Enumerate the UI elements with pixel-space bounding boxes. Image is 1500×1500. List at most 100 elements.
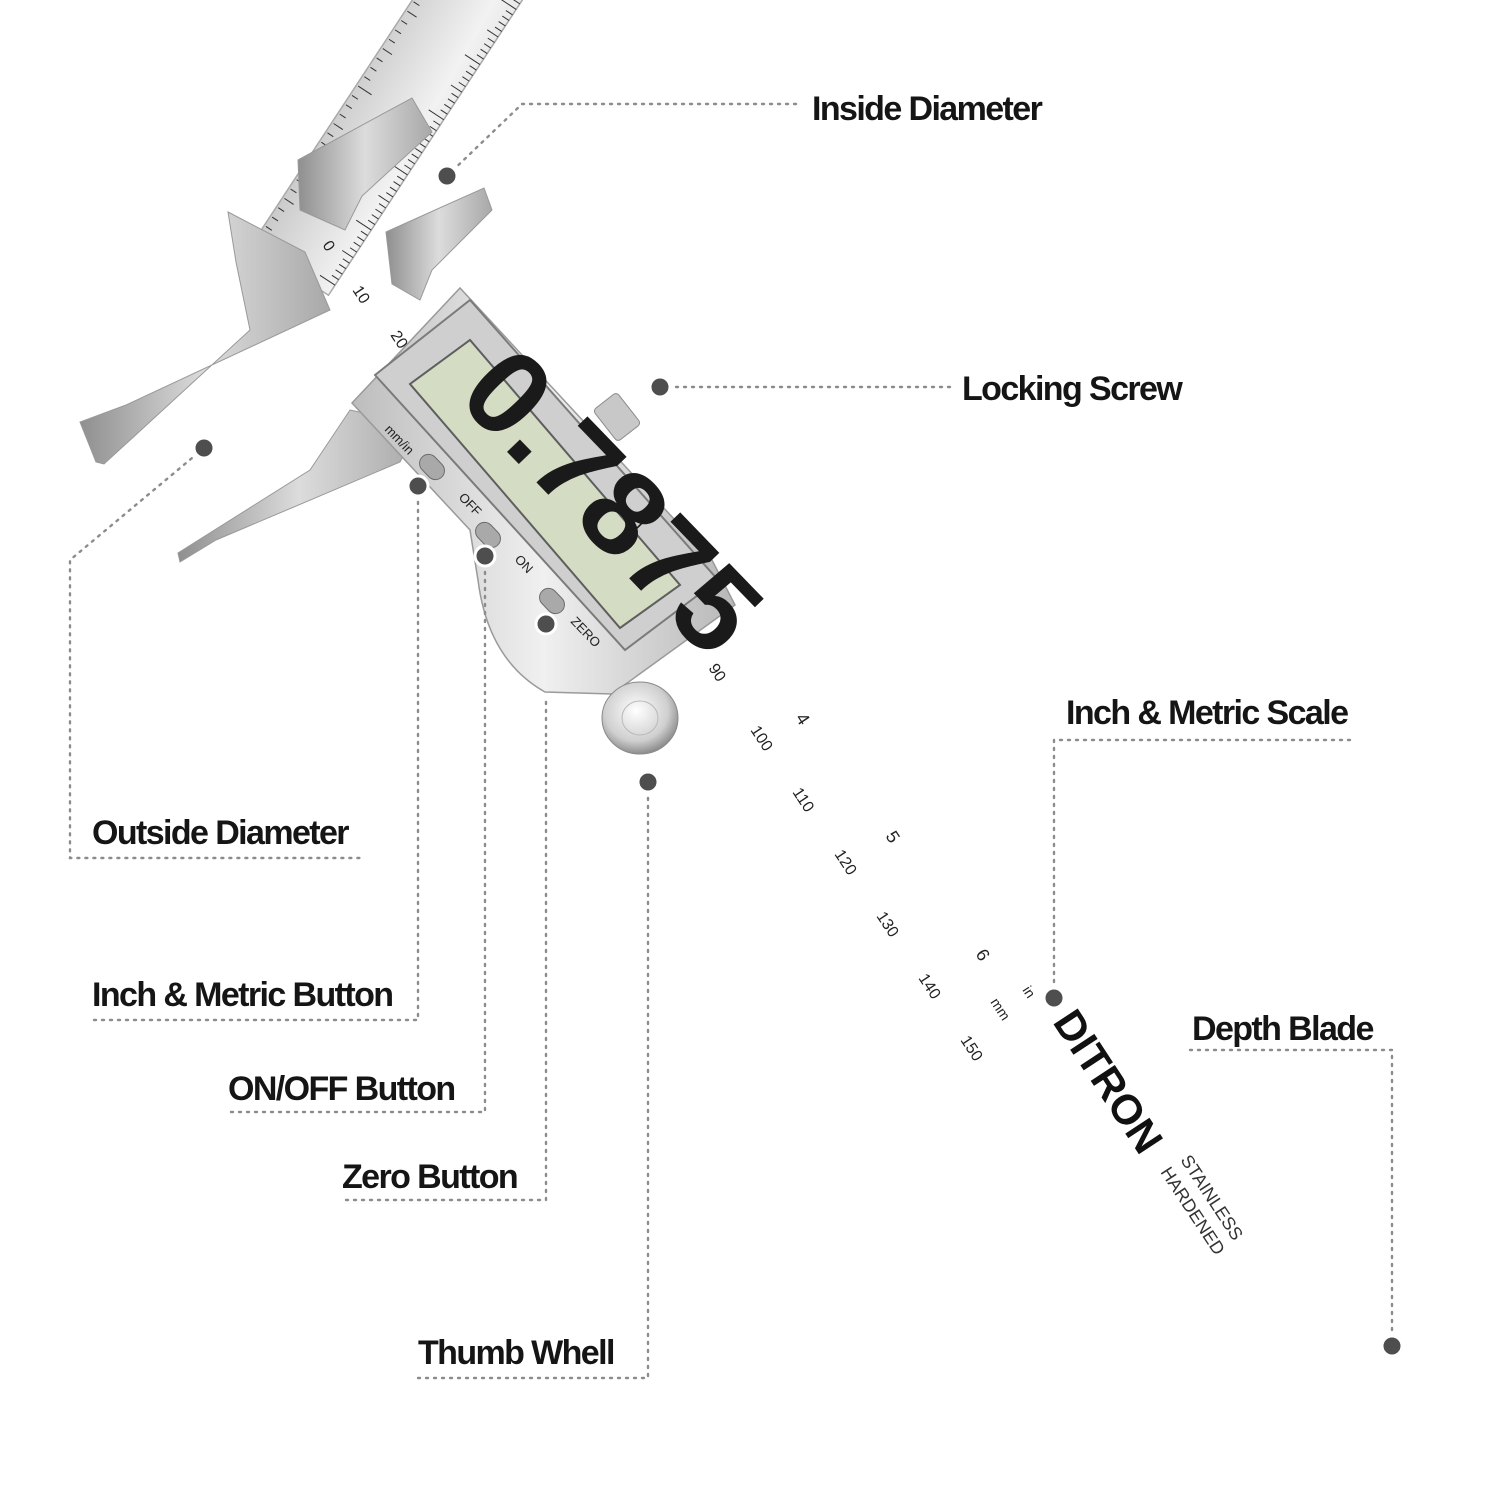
inch-tick [284, 197, 294, 205]
mm-tick [349, 247, 358, 253]
inch-tick [265, 226, 273, 231]
mm-tick [512, 0, 521, 5]
mm-tick [476, 54, 484, 60]
inch-scale-number: 5 [882, 827, 904, 846]
mm-tick [429, 125, 437, 132]
label-inch-metric-scale: Inch & Metric Scale [1066, 694, 1349, 732]
mm-tick [415, 148, 423, 154]
label-on-off-button: ON/OFF Button [228, 1070, 456, 1108]
inch-tick [413, 1, 420, 7]
inch-tick [277, 207, 285, 212]
mm-tick [486, 29, 499, 38]
mm-tick [335, 269, 343, 275]
mm-tick [331, 274, 339, 281]
scale-unit-mm: mm [987, 995, 1013, 1023]
on-off-button[interactable] [472, 519, 504, 552]
mm-tick [447, 98, 455, 104]
inch-tick [339, 113, 346, 119]
mm-tick [342, 250, 354, 259]
scale-unit-in: in [1019, 983, 1038, 1001]
mm-tick [440, 109, 448, 115]
mm-tick [458, 81, 466, 88]
mm-scale-number: 110 [789, 785, 817, 816]
callout-dots [192, 164, 1404, 1358]
mm-tick [319, 274, 336, 286]
mm-scale-number: 150 [957, 1033, 986, 1065]
label-depth-blade: Depth Blade [1192, 1010, 1374, 1048]
inside-jaw-fixed [297, 97, 433, 231]
locking-screw [593, 393, 641, 441]
mm-tick [487, 37, 495, 43]
mm-scale-number: 10 [349, 283, 373, 307]
mm-tick [444, 103, 452, 110]
mm-tick [498, 21, 506, 27]
label-locking-screw: Locking Screw [962, 370, 1183, 408]
inch-tick [351, 94, 359, 100]
mm-tick [502, 15, 510, 21]
mm-tick [378, 203, 387, 209]
mm-tick [393, 181, 401, 187]
mm-tick [450, 84, 463, 93]
mm-tick [371, 214, 379, 220]
outside-jaw-fixed [79, 211, 331, 465]
mm-tick [407, 159, 416, 165]
mm-tick [500, 0, 517, 10]
mm-tick [494, 26, 502, 32]
mm-tick [480, 48, 488, 54]
lcd-screen [408, 338, 682, 630]
inch-tick [394, 29, 402, 35]
mm-tick [342, 258, 350, 264]
inch-tick [327, 132, 334, 138]
inch-tick [370, 66, 377, 72]
inch-tick [388, 38, 396, 44]
mm-tick [433, 120, 441, 126]
mm-tick [392, 164, 408, 176]
mm-tick [389, 186, 397, 192]
mm-tick [338, 263, 347, 270]
mm-tick [357, 236, 365, 242]
brand-logo: DITRON [1044, 1001, 1172, 1161]
inch-tick [357, 85, 372, 96]
mm-tick [464, 54, 481, 65]
inch-scale-number: 4 [792, 709, 814, 728]
inch-tick [376, 57, 383, 63]
inch-tick [333, 123, 344, 130]
inch-tick [290, 188, 297, 194]
label-outside-diameter: Outside Diameter [92, 814, 350, 852]
mm-tick [483, 43, 492, 49]
leader-lines [68, 102, 1394, 1380]
inch-tick [382, 48, 393, 56]
inch-tick [407, 10, 417, 18]
mm-tick [469, 65, 477, 71]
inside-jaw-moving [385, 187, 493, 301]
mm-tick [355, 219, 372, 231]
label-inside-diameter: Inside Diameter [812, 90, 1043, 128]
inch-tick [271, 216, 279, 222]
mm-tick [386, 192, 394, 198]
mm-tick [396, 175, 405, 181]
label-thumb-wheel: Thumb Whell [418, 1334, 615, 1372]
mm-tick [428, 109, 445, 121]
mm-tick [375, 208, 383, 214]
mm-in-button[interactable] [416, 451, 448, 484]
mm-tick [404, 164, 412, 170]
mm-tick [505, 10, 513, 16]
mm-tick [451, 92, 459, 99]
mm-tick [367, 219, 376, 225]
zero-button[interactable] [536, 585, 568, 618]
mm-scale-number: 100 [747, 723, 776, 755]
mm-tick [360, 230, 368, 236]
inch-scale-number: 6 [972, 945, 994, 964]
mm-scale-number: 140 [915, 971, 944, 1003]
mm-tick [378, 194, 390, 203]
mm-scale-number: 130 [873, 909, 902, 941]
mm-tick [411, 153, 419, 159]
mm-tick [353, 241, 361, 248]
inch-tick [364, 76, 371, 81]
mm-tick [465, 70, 474, 77]
thumb-wheel[interactable] [601, 681, 679, 755]
label-zero-button: Zero Button [342, 1158, 519, 1196]
inch-tick [345, 104, 353, 110]
label-inch-metric-button: Inch & Metric Button [92, 976, 394, 1014]
